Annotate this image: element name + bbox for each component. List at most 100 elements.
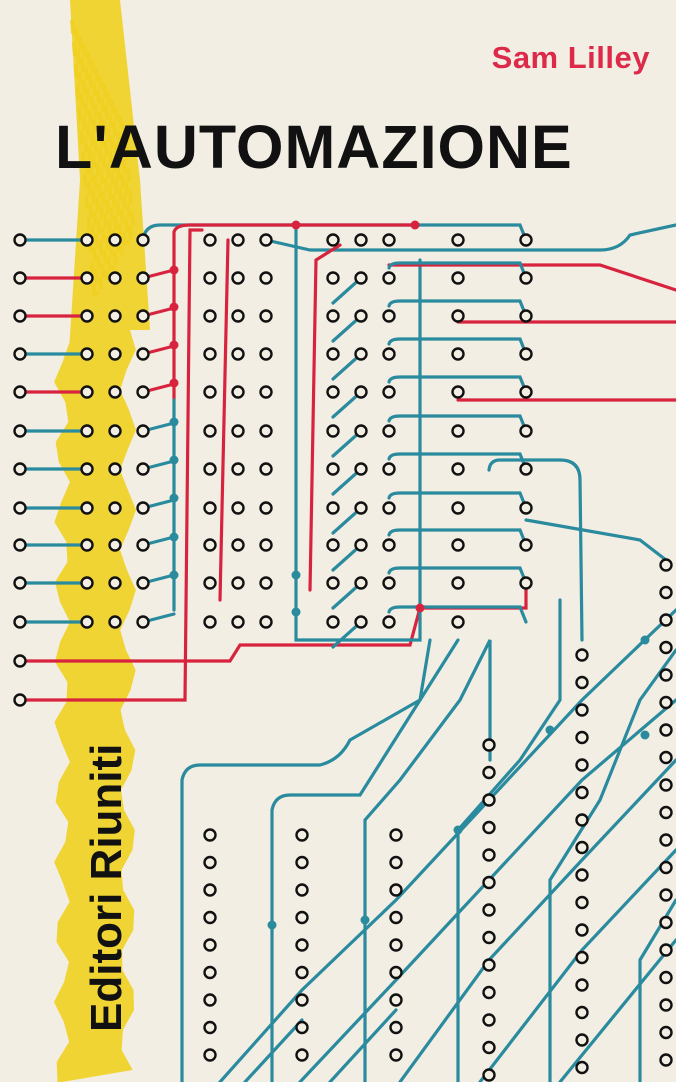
circuit-pin [80, 462, 94, 476]
circuit-pin [295, 1048, 309, 1062]
yellow-stripe [74, 27, 100, 296]
circuit-wire [387, 299, 528, 318]
circuit-pin [80, 538, 94, 552]
circuit-pin [354, 347, 368, 361]
circuit-pin [295, 965, 309, 980]
circuit-wire [398, 758, 676, 1082]
circuit-wire [264, 223, 676, 252]
yellow-stripe [94, 67, 115, 271]
circuit-wire [387, 375, 528, 394]
circuit-pin [80, 309, 94, 323]
circuit-pin [519, 501, 533, 515]
circuit-pin [382, 309, 396, 323]
circuit-pin [203, 828, 217, 842]
circuit-pin [575, 950, 589, 965]
circuit-pin [575, 813, 589, 827]
circuit-wire [18, 228, 204, 702]
circuit-wire [387, 414, 528, 433]
circuit-pin [482, 738, 496, 752]
circuit-pin [659, 778, 673, 792]
circuit-pin [482, 793, 496, 807]
circuit-pin [231, 615, 245, 629]
circuit-wire [218, 238, 230, 602]
circuit-pin [203, 271, 217, 285]
circuit-pin [389, 965, 403, 980]
circuit-pin [203, 993, 217, 1007]
circuit-wire [387, 452, 528, 471]
wire-junction [453, 825, 463, 835]
circuit-pin [136, 424, 150, 438]
yellow-stripe [86, 51, 109, 281]
circuit-wire [243, 1018, 304, 1082]
yellow-stripe [110, 99, 127, 251]
circuit-pin [382, 615, 396, 629]
circuit-pin [482, 1013, 496, 1027]
yellow-stripe [122, 123, 136, 236]
circuit-pin [382, 347, 396, 361]
circuit-pin [354, 501, 368, 515]
circuit-pin [382, 385, 396, 399]
circuit-pin [295, 1020, 309, 1035]
yellow-stripe [70, 19, 97, 301]
circuit-pin [259, 462, 273, 476]
wire-junction [545, 725, 555, 735]
circuit-pin [326, 615, 340, 629]
circuit-pin [203, 855, 217, 870]
circuit-pin [13, 615, 27, 629]
circuit-pin [451, 615, 465, 629]
circuit-pin [659, 750, 673, 765]
circuit-pin [519, 462, 533, 476]
circuit-pin [519, 309, 533, 323]
circuit-pin [295, 883, 309, 897]
circuit-pin [231, 385, 245, 399]
wire-junction [169, 417, 179, 427]
circuit-wire [387, 263, 676, 292]
circuit-pin [659, 668, 673, 682]
circuit-pin [13, 233, 27, 247]
circuit-pin [354, 233, 368, 247]
circuit-pin [259, 385, 273, 399]
circuit-pin [575, 868, 589, 882]
circuit-wire [270, 638, 460, 1082]
wire-junction [169, 532, 179, 542]
circuit-pin [13, 309, 27, 323]
circuit-pin [389, 828, 403, 842]
circuit-pin [451, 501, 465, 515]
circuit-pin [136, 385, 150, 399]
circuit-pin [13, 385, 27, 399]
circuit-pin [136, 309, 150, 323]
circuit-pin [259, 309, 273, 323]
wire-junction [169, 378, 179, 388]
circuit-wire [387, 605, 528, 624]
book-title: L'AUTOMAZIONE [55, 113, 573, 181]
circuit-pin [326, 309, 340, 323]
circuit-pin [382, 501, 396, 515]
yellow-stripe [102, 83, 121, 261]
circuit-pin [575, 923, 589, 937]
circuit-pin [354, 424, 368, 438]
circuit-pin [389, 910, 403, 925]
circuit-pin [575, 978, 589, 992]
circuit-pin [482, 903, 496, 917]
circuit-pin [354, 385, 368, 399]
circuit-pin [659, 943, 673, 957]
circuit-pin [354, 615, 368, 629]
circuit-pin [326, 233, 340, 247]
circuit-pin [659, 695, 673, 710]
circuit-pin [482, 848, 496, 862]
circuit-pin [451, 309, 465, 323]
circuit-pin [354, 576, 368, 590]
circuit-pin [80, 385, 94, 399]
wire-junction [169, 265, 179, 275]
circuit-pin [659, 640, 673, 655]
circuit-pin [13, 347, 27, 361]
circuit-pin [575, 1060, 589, 1075]
circuit-pin [354, 462, 368, 476]
circuit-pin [326, 576, 340, 590]
circuit-pin [136, 615, 150, 629]
circuit-pin [659, 833, 673, 847]
circuit-pin [203, 938, 217, 952]
circuit-pin [231, 501, 245, 515]
circuit-pin [389, 1020, 403, 1035]
